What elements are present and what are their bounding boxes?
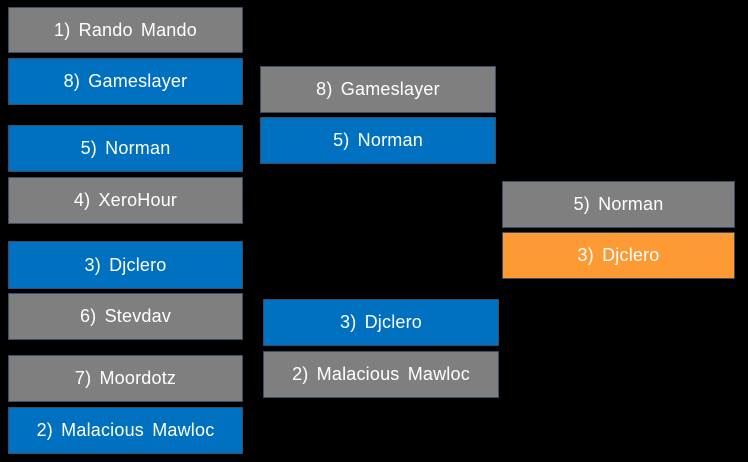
bracket-slot-rando-mando: 1) Rando Mando xyxy=(8,7,243,53)
bracket-slot-malacious-mawloc-winner: 2) Malacious Mawloc xyxy=(8,407,243,454)
bracket-slot-djclero-winner: 3) Djclero xyxy=(8,241,243,289)
bracket-slot-xerohour: 4) XeroHour xyxy=(8,177,243,224)
bracket-slot-malacious-mawloc: 2) Malacious Mawloc xyxy=(263,351,499,398)
bracket-slot-moordotz: 7) Moordotz xyxy=(8,355,243,402)
bracket-slot-gameslayer-winner: 8) Gameslayer xyxy=(8,58,243,105)
bracket-slot-djclero-winner: 3) Djclero xyxy=(263,299,499,346)
bracket-slot-norman: 5) Norman xyxy=(502,181,735,228)
bracket-slot-norman-winner: 5) Norman xyxy=(8,125,243,172)
bracket-slot-gameslayer: 8) Gameslayer xyxy=(260,66,496,113)
bracket-slot-norman-winner: 5) Norman xyxy=(260,117,496,164)
bracket-slot-stevdav: 6) Stevdav xyxy=(8,293,243,340)
bracket-slot-djclero-champion: 3) Djclero xyxy=(502,232,735,279)
